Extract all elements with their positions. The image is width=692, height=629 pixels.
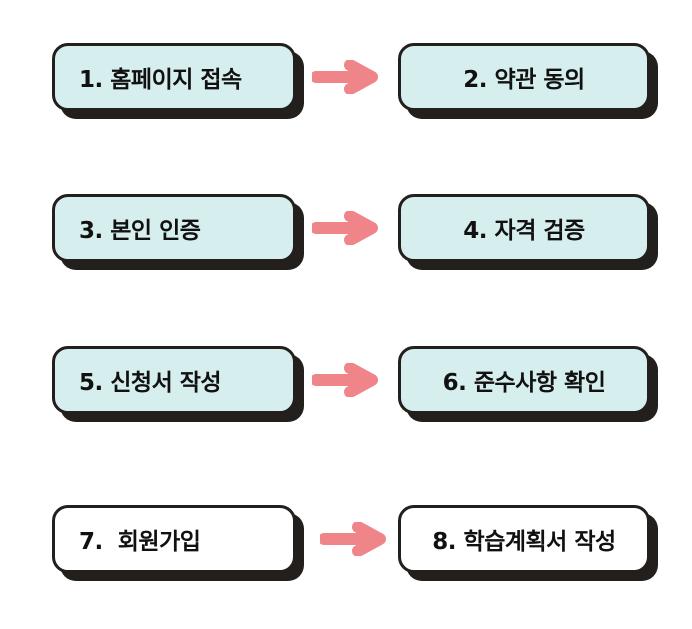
step-8-box: 8. 학습계획서 작성 (398, 505, 650, 573)
step-5-label: 5. 신청서 작성 (79, 370, 222, 396)
step-5-box: 5. 신청서 작성 (52, 346, 296, 414)
step-1-box: 1. 홈페이지 접속 (52, 43, 296, 111)
step-2-label: 2. 약관 동의 (463, 67, 585, 93)
arrow-7-to-8-icon (320, 522, 386, 556)
step-3-label: 3. 본인 인증 (79, 218, 201, 244)
step-2-box: 2. 약관 동의 (398, 43, 650, 111)
step-3-box: 3. 본인 인증 (52, 194, 296, 262)
step-8-label: 8. 학습계획서 작성 (432, 529, 616, 555)
step-6-box: 6. 준수사항 확인 (398, 346, 650, 414)
step-1-label: 1. 홈페이지 접속 (79, 67, 242, 93)
step-6-label: 6. 준수사항 확인 (442, 370, 606, 396)
arrow-5-to-6-icon (312, 363, 378, 397)
arrow-3-to-4-icon (312, 211, 378, 245)
step-4-box: 4. 자격 검증 (398, 194, 650, 262)
step-4-label: 4. 자격 검증 (463, 218, 585, 244)
step-7-box: 7. 회원가입 (52, 505, 296, 573)
step-7-label: 7. 회원가입 (79, 529, 201, 555)
arrow-1-to-2-icon (312, 60, 378, 94)
